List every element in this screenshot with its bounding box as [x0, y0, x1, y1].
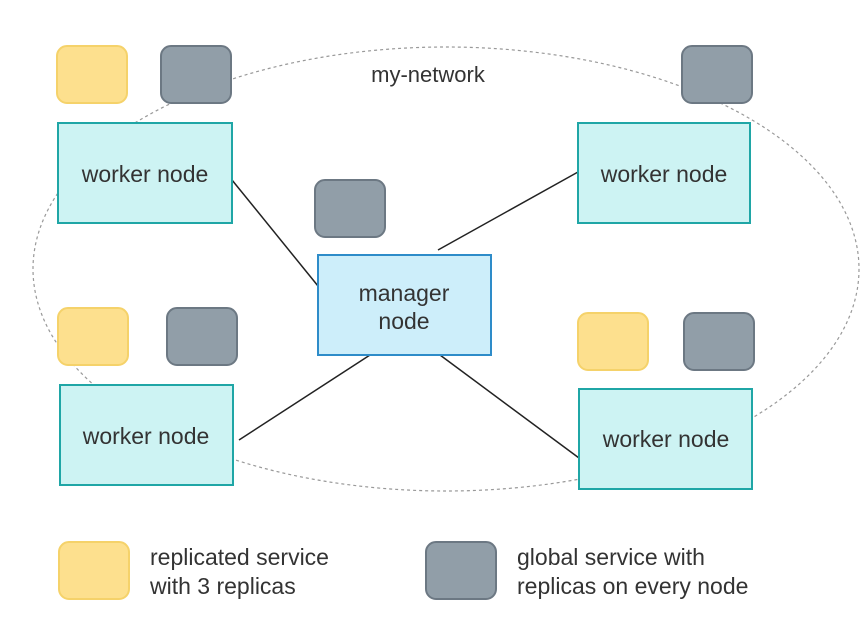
- legend-replicated-swatch: [58, 541, 130, 600]
- global-task: [683, 312, 755, 371]
- replicated-task: [577, 312, 649, 371]
- worker-node-label: worker node: [81, 161, 209, 187]
- legend-replicated-text-line2: with 3 replicas: [149, 573, 296, 599]
- worker-node-label: worker node: [82, 423, 210, 449]
- worker-node-label: worker node: [602, 426, 730, 452]
- manager-node-label-line2: node: [378, 308, 429, 334]
- global-task: [314, 179, 386, 238]
- global-task: [166, 307, 238, 366]
- worker-node-top-left: [57, 122, 233, 224]
- global-task: [681, 45, 753, 104]
- worker-node-top-right: [577, 122, 751, 224]
- worker-node-bottom-left: [59, 384, 234, 486]
- link-top-left: [231, 179, 319, 287]
- network-label: my-network: [371, 62, 486, 87]
- link-bottom-left: [238, 354, 371, 441]
- manager-node-label-line1: manager: [359, 280, 450, 306]
- link-top-right: [437, 171, 579, 251]
- link-bottom-right: [439, 354, 580, 459]
- manager-node: [317, 254, 492, 356]
- legend-replicated-text-line1: replicated service: [150, 544, 329, 570]
- legend-global-swatch: [425, 541, 497, 600]
- replicated-task: [57, 307, 129, 366]
- legend-global-text-line1: global service with: [517, 544, 705, 570]
- legend-global-text-line2: replicas on every node: [517, 573, 748, 599]
- worker-node-bottom-right: [578, 388, 753, 490]
- replicated-task: [56, 45, 128, 104]
- worker-node-label: worker node: [600, 161, 728, 187]
- global-task: [160, 45, 232, 104]
- network-boundary: [32, 46, 860, 492]
